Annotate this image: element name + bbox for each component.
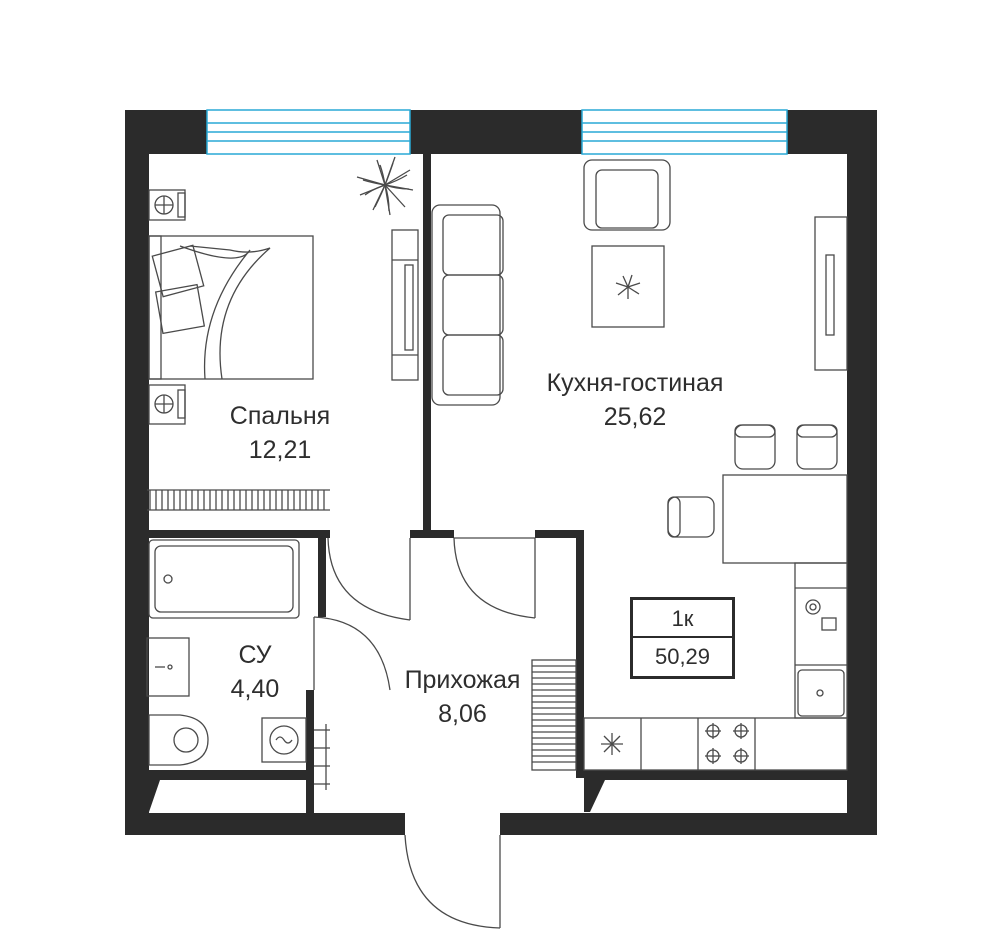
sofa: [431, 204, 501, 406]
wardrobe: [391, 229, 419, 381]
windows: [206, 109, 788, 155]
plant-icon: [356, 156, 414, 216]
room-label-kitchen-living: Кухня-гостиная 25,62: [530, 366, 740, 434]
room-label-bedroom: Спальня 12,21: [210, 399, 350, 467]
sink: [146, 637, 190, 697]
room-area: 8,06: [438, 700, 487, 728]
kitchen-counter: [794, 562, 848, 719]
room-name: Кухня-гостиная: [546, 369, 724, 397]
room-area: 25,62: [603, 403, 667, 431]
room-name: Спальня: [229, 402, 331, 430]
apartment-summary: 1к 50,29: [630, 597, 735, 679]
bathtub: [148, 539, 300, 619]
toilet: [148, 714, 209, 766]
coffee-table: [591, 245, 665, 328]
hallway-rack: [531, 659, 577, 771]
walls: [125, 110, 877, 835]
armchair: [583, 159, 671, 231]
room-area: 12,21: [248, 436, 312, 464]
chair: [796, 424, 838, 470]
furniture: [146, 156, 848, 790]
fridge-icon: [601, 733, 623, 755]
bed: [148, 235, 314, 380]
counter-bottom: [583, 717, 848, 771]
room-name: СУ: [238, 641, 272, 669]
rooms-count: 1к: [633, 600, 732, 638]
chair: [734, 424, 776, 470]
stove-icon: [705, 723, 749, 764]
room-area: 4,40: [230, 675, 280, 703]
chair: [667, 496, 715, 538]
room-label-hallway: Прихожая 8,06: [390, 663, 535, 731]
doors: [313, 537, 536, 929]
dining-table: [722, 474, 848, 564]
total-area: 50,29: [654, 644, 711, 669]
room-name: Прихожая: [404, 666, 521, 694]
tv-stand: [814, 216, 848, 371]
room-label-bathroom: СУ 4,40: [215, 638, 295, 706]
pillow: [151, 244, 205, 298]
pillow: [154, 283, 206, 335]
washing-machine: [261, 717, 307, 763]
